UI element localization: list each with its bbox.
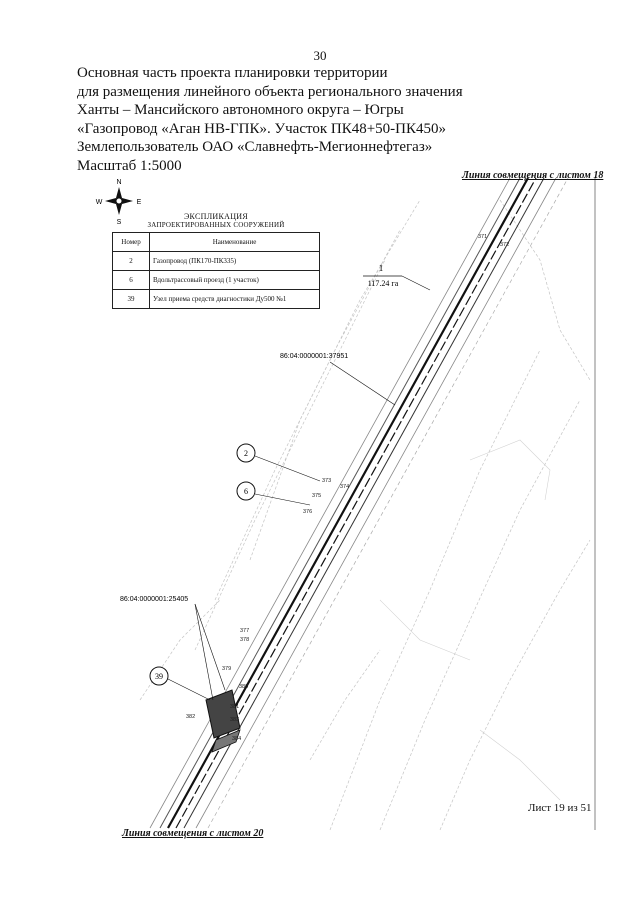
explication-table: Номер Наименование 2 Газопровод (ПК170-П…	[112, 232, 320, 309]
leader-line	[167, 678, 211, 701]
table-cell-number: 6	[112, 270, 150, 290]
heading-line: Ханты – Мансийского автономного округа –…	[77, 102, 404, 119]
heading-line: для размещения линейного объекта региона…	[77, 83, 463, 100]
table-cell-name: Узел приема средств диагностики Ду500 №1	[149, 289, 320, 309]
terrain-contours-solid	[379, 439, 561, 801]
callout-circle	[149, 666, 169, 686]
explication-subtitle: ЗАПРОЕКТИРОВАННЫХ СООРУЖЕНИЙ	[147, 221, 285, 229]
table-cell-number: 2	[112, 251, 150, 271]
point-label: 378	[240, 637, 249, 643]
table-cell-name: Вдольтрассовый проезд (1 участок)	[149, 270, 320, 290]
point-label: 380	[239, 684, 248, 690]
point-label: 373	[322, 478, 331, 484]
leader-line	[254, 455, 321, 482]
table-cell-name: Газопровод (ПК170-ПК335)	[149, 251, 320, 271]
leader-line	[194, 603, 214, 701]
point-label: 372	[500, 242, 509, 248]
point-labels: 371 372 373 374 375 376 377 378 379 380 …	[186, 234, 509, 742]
point-label: 381	[230, 704, 239, 710]
terrain-contours	[139, 199, 591, 831]
point-label: 379	[222, 666, 231, 672]
point-label: 371	[478, 234, 487, 240]
compass-s: S	[117, 219, 122, 226]
point-label: 376	[303, 509, 312, 515]
cadastral-number-label: 86:04:0000001:25405	[120, 596, 188, 603]
table-header-cell: Номер	[112, 232, 150, 252]
callout-circle	[236, 443, 256, 463]
top-match-line-caption: Линия совмещения с листом 18	[462, 170, 604, 181]
callout-number: 39	[155, 672, 163, 681]
callout-number: 6	[244, 487, 248, 496]
compass-rose: N S W E	[96, 179, 142, 226]
point-label: 375	[312, 493, 321, 499]
point-label: 383	[230, 717, 239, 723]
heading-line: Основная часть проекта планировки террит…	[77, 65, 388, 81]
table-header-cell: Наименование	[149, 232, 320, 252]
table-header-row: Номер Наименование	[112, 232, 320, 252]
table-cell-number: 39	[112, 289, 150, 309]
cadastral-number-label: 86:04:0000001:37951	[280, 353, 348, 360]
page-number: 30	[313, 48, 327, 63]
table-row: 2 Газопровод (ПК170-ПК335)	[112, 251, 320, 271]
sheet-number: Лист 19 из 51	[528, 802, 592, 814]
area-value: 117.24 га	[368, 279, 399, 288]
bottom-match-line-caption: Линия совмещения с листом 20	[122, 828, 264, 839]
point-label: 374	[340, 484, 349, 490]
area-number: 1	[379, 263, 384, 273]
explication-table-block: ЭКСПЛИКАЦИЯ ЗАПРОЕКТИРОВАННЫХ СООРУЖЕНИЙ…	[112, 212, 320, 309]
explication-title: ЭКСПЛИКАЦИЯ	[183, 212, 249, 221]
leader-line	[194, 603, 226, 691]
table-row: 39 Узел приема средств диагностики Ду500…	[112, 289, 320, 309]
compass-n: N	[116, 179, 121, 186]
point-label: 384	[232, 736, 241, 742]
compass-e: E	[137, 199, 142, 206]
heading-line: Землепользователь ОАО «Славнефть-Мегионн…	[77, 139, 433, 156]
area-label: 1 117.24 га	[363, 263, 431, 291]
compass-w: W	[96, 199, 103, 206]
scale-line: Масштаб 1:5000	[77, 157, 182, 174]
heading-block: Основная часть проекта планировки террит…	[77, 64, 463, 176]
point-label: 382	[186, 714, 195, 720]
diagnostic-node-structure	[205, 689, 241, 753]
heading-line: «Газопровод «Аган НВ-ГПК». Участок ПК48+…	[77, 120, 447, 137]
leader-line	[254, 493, 311, 506]
leader-line	[329, 361, 396, 406]
table-row: 6 Вдольтрассовый проезд (1 участок)	[112, 270, 320, 290]
callout-circle	[236, 481, 256, 501]
callout-number: 2	[244, 449, 248, 458]
point-label: 377	[240, 628, 249, 634]
